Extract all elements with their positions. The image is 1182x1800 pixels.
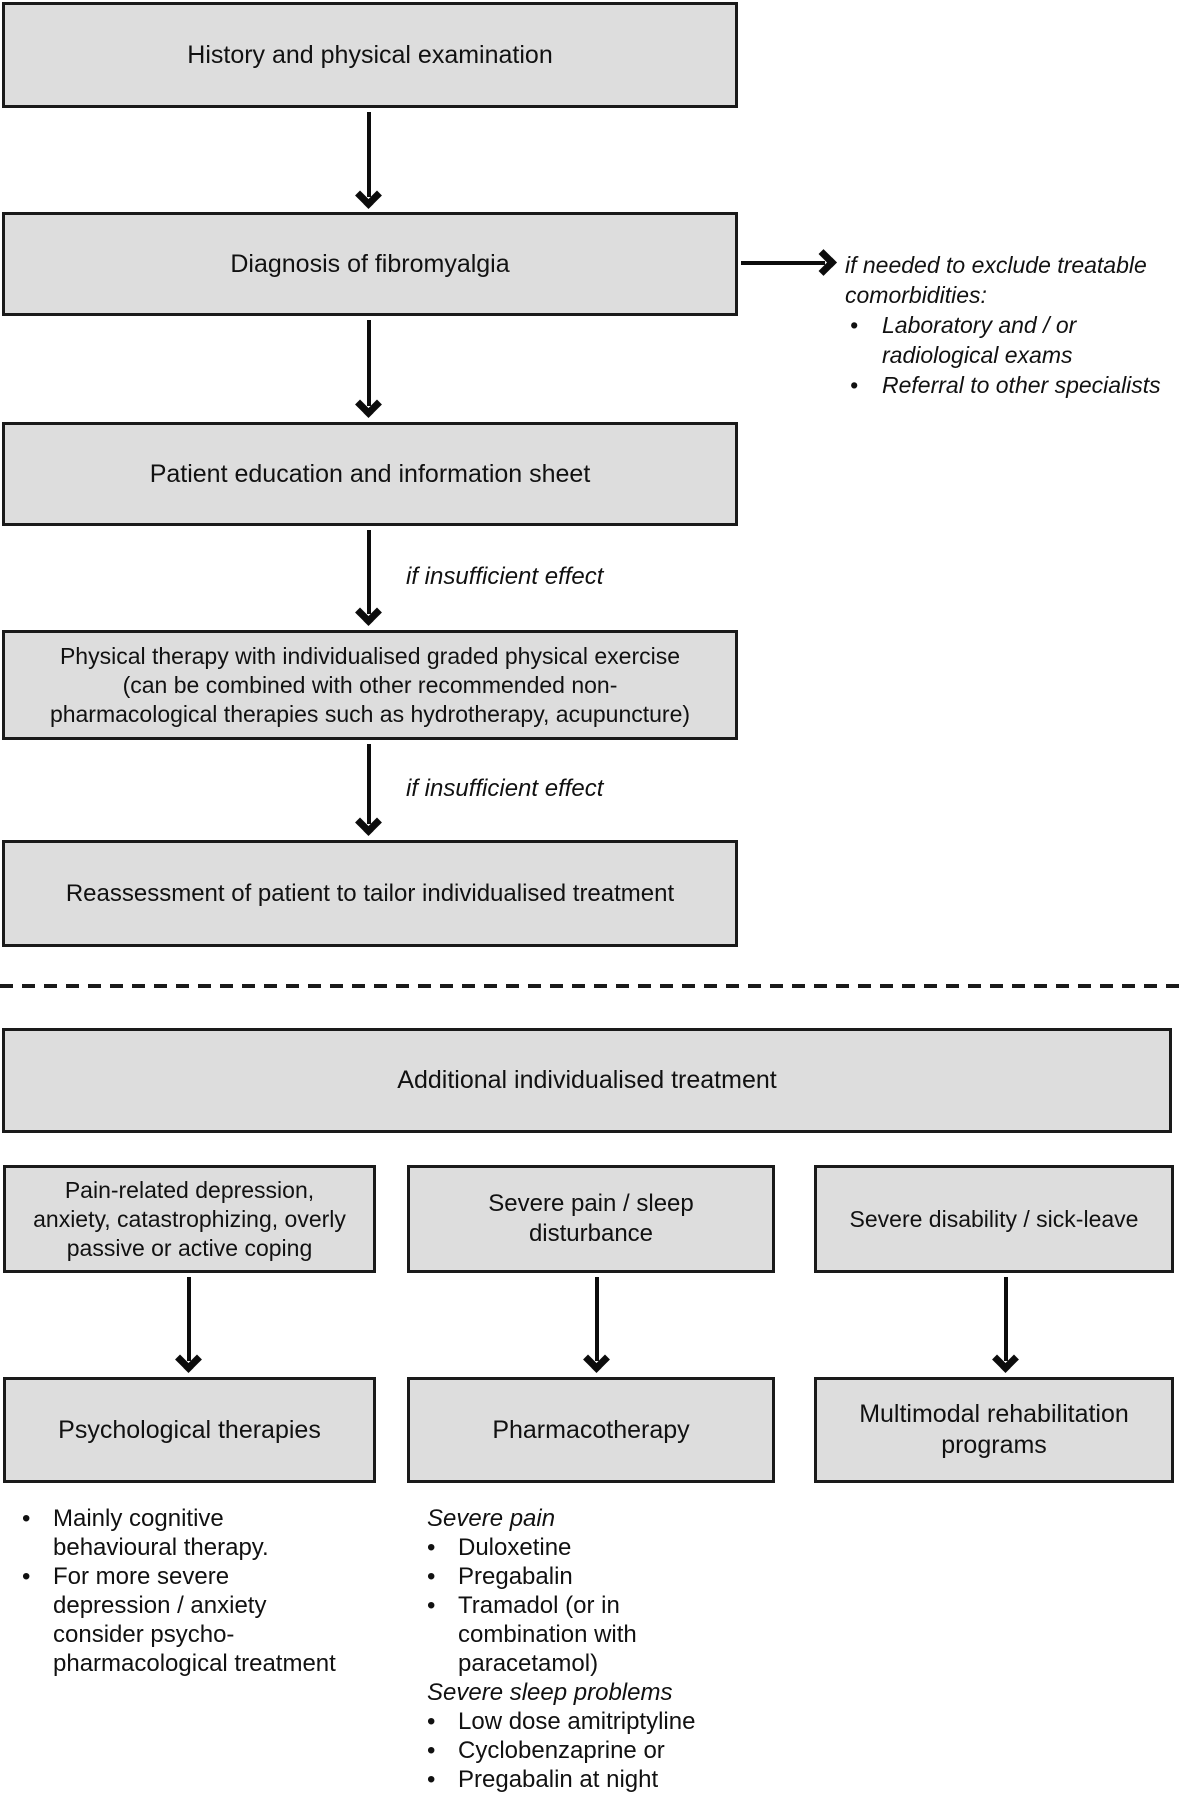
bullet-icon: • xyxy=(427,1592,436,1619)
list-item: • Mainly cognitive behavioural therapy. xyxy=(16,1504,376,1562)
arrow-down-icon xyxy=(355,599,382,626)
box-diagnosis-label: Diagnosis of fibromyalgia xyxy=(230,249,510,278)
comorbidity-note: if needed to exclude treatable comorbidi… xyxy=(845,250,1182,400)
list-item: • Referral to other specialists xyxy=(845,370,1182,400)
box-condition-label: Severe pain / sleep disturbance xyxy=(488,1190,694,1247)
box-additional-treatment: Additional individualised treatment xyxy=(2,1028,1172,1133)
pharma-pain-option: Tramadol (or in combination with paracet… xyxy=(458,1592,637,1677)
arrow-education-to-physical-therapy xyxy=(355,530,382,627)
comorbidity-note-item: Referral to other specialists xyxy=(882,372,1161,398)
psych-note-item: Mainly cognitive behavioural therapy. xyxy=(53,1505,269,1561)
box-reassessment-label: Reassessment of patient to tailor indivi… xyxy=(65,879,675,907)
box-history-physical-examination: History and physical examination xyxy=(2,2,738,108)
box-physical-therapy: Physical therapy with individualised gra… xyxy=(2,630,738,740)
bullet-icon: • xyxy=(22,1563,31,1590)
box-treatment-label: Pharmacotherapy xyxy=(492,1415,690,1444)
bullet-icon: • xyxy=(850,312,859,338)
edge-label-insufficient-effect-1: if insufficient effect xyxy=(406,563,604,590)
arrow-to-multimodal-rehabilitation xyxy=(992,1277,1019,1374)
edge-label-insufficient-effect-2: if insufficient effect xyxy=(406,775,604,802)
list-item: • Tramadol (or in combination with parac… xyxy=(421,1591,791,1678)
list-item: • Cyclobenzaprine or xyxy=(421,1736,791,1765)
comorbidity-note-item: Laboratory and / or radiological exams xyxy=(882,312,1077,368)
box-reassessment: Reassessment of patient to tailor indivi… xyxy=(2,840,738,947)
box-pharmacotherapy: Pharmacotherapy xyxy=(407,1377,775,1483)
list-item: • For more severe depression / anxiety c… xyxy=(16,1562,376,1678)
box-psychological-therapies: Psychological therapies xyxy=(3,1377,376,1483)
box-condition-label: Pain-related depression, anxiety, catast… xyxy=(33,1176,346,1261)
pharma-heading-severe-pain: Severe pain xyxy=(427,1505,556,1532)
arrow-down-icon xyxy=(355,809,382,836)
box-treatment-label: Multimodal rehabilitation programs xyxy=(859,1400,1129,1459)
arrow-down-icon xyxy=(992,1346,1019,1373)
bullet-icon: • xyxy=(850,372,859,398)
pharma-pain-option: Duloxetine xyxy=(458,1534,572,1561)
arrow-shaft xyxy=(595,1277,599,1361)
box-condition-severe-pain-sleep: Severe pain / sleep disturbance xyxy=(407,1165,775,1273)
bullet-icon: • xyxy=(427,1708,436,1735)
dashed-divider xyxy=(0,984,1182,988)
arrow-shaft xyxy=(1004,1277,1008,1361)
arrow-shaft xyxy=(741,261,825,265)
box-condition-disability-sick-leave: Severe disability / sick-leave xyxy=(814,1165,1174,1273)
box-condition-label: Severe disability / sick-leave xyxy=(849,1205,1139,1232)
arrow-down-icon xyxy=(355,182,382,209)
arrow-to-pharmacotherapy xyxy=(583,1277,610,1374)
psych-note-item: For more severe depression / anxiety con… xyxy=(53,1563,336,1677)
box-multimodal-rehabilitation: Multimodal rehabilitation programs xyxy=(814,1377,1174,1483)
arrow-down-icon xyxy=(355,391,382,418)
arrow-shaft xyxy=(367,744,371,824)
box-additional-label: Additional individualised treatment xyxy=(397,1066,777,1094)
list-item: • Pregabalin xyxy=(421,1562,791,1591)
box-treatment-label: Psychological therapies xyxy=(58,1415,321,1444)
arrow-right-icon xyxy=(810,249,837,276)
list-item: • Pregabalin at night xyxy=(421,1765,791,1794)
arrow-shaft xyxy=(367,530,371,614)
bullet-icon: • xyxy=(427,1563,436,1590)
comorbidity-note-heading: if needed to exclude treatable comorbidi… xyxy=(845,252,1147,308)
arrow-shaft xyxy=(367,320,371,406)
box-education-label: Patient education and information sheet xyxy=(149,459,591,488)
bullet-icon: • xyxy=(427,1534,436,1561)
arrow-shaft xyxy=(187,1277,191,1361)
psychological-therapies-notes: • Mainly cognitive behavioural therapy. … xyxy=(16,1504,376,1678)
box-physical-therapy-label: Physical therapy with individualised gra… xyxy=(49,642,691,727)
arrow-shaft xyxy=(367,112,371,197)
pharmacotherapy-notes: Severe pain • Duloxetine • Pregabalin • … xyxy=(421,1504,791,1794)
pharma-heading-severe-sleep: Severe sleep problems xyxy=(427,1679,673,1706)
box-history-label: History and physical examination xyxy=(187,40,553,69)
pharma-pain-option: Pregabalin xyxy=(458,1563,573,1590)
pharma-sleep-option: Low dose amitriptyline xyxy=(458,1708,696,1735)
list-item: • Duloxetine xyxy=(421,1533,791,1562)
box-diagnosis-fibromyalgia: Diagnosis of fibromyalgia xyxy=(2,212,738,316)
arrow-to-psychological-therapies xyxy=(175,1277,202,1374)
list-item: • Low dose amitriptyline xyxy=(421,1707,791,1736)
arrow-history-to-diagnosis xyxy=(355,112,382,210)
list-item: • Laboratory and / or radiological exams xyxy=(845,310,1182,370)
box-condition-depression-anxiety: Pain-related depression, anxiety, catast… xyxy=(3,1165,376,1273)
arrow-diagnosis-to-comorbidity-note xyxy=(741,249,838,276)
arrow-down-icon xyxy=(175,1346,202,1373)
arrow-physical-therapy-to-reassessment xyxy=(355,744,382,837)
bullet-icon: • xyxy=(427,1766,436,1793)
bullet-icon: • xyxy=(22,1505,31,1532)
arrow-down-icon xyxy=(583,1346,610,1373)
box-patient-education: Patient education and information sheet xyxy=(2,422,738,526)
arrow-diagnosis-to-education xyxy=(355,320,382,419)
bullet-icon: • xyxy=(427,1737,436,1764)
pharma-sleep-option: Cyclobenzaprine or xyxy=(458,1737,665,1764)
pharma-sleep-option: Pregabalin at night xyxy=(458,1766,659,1793)
